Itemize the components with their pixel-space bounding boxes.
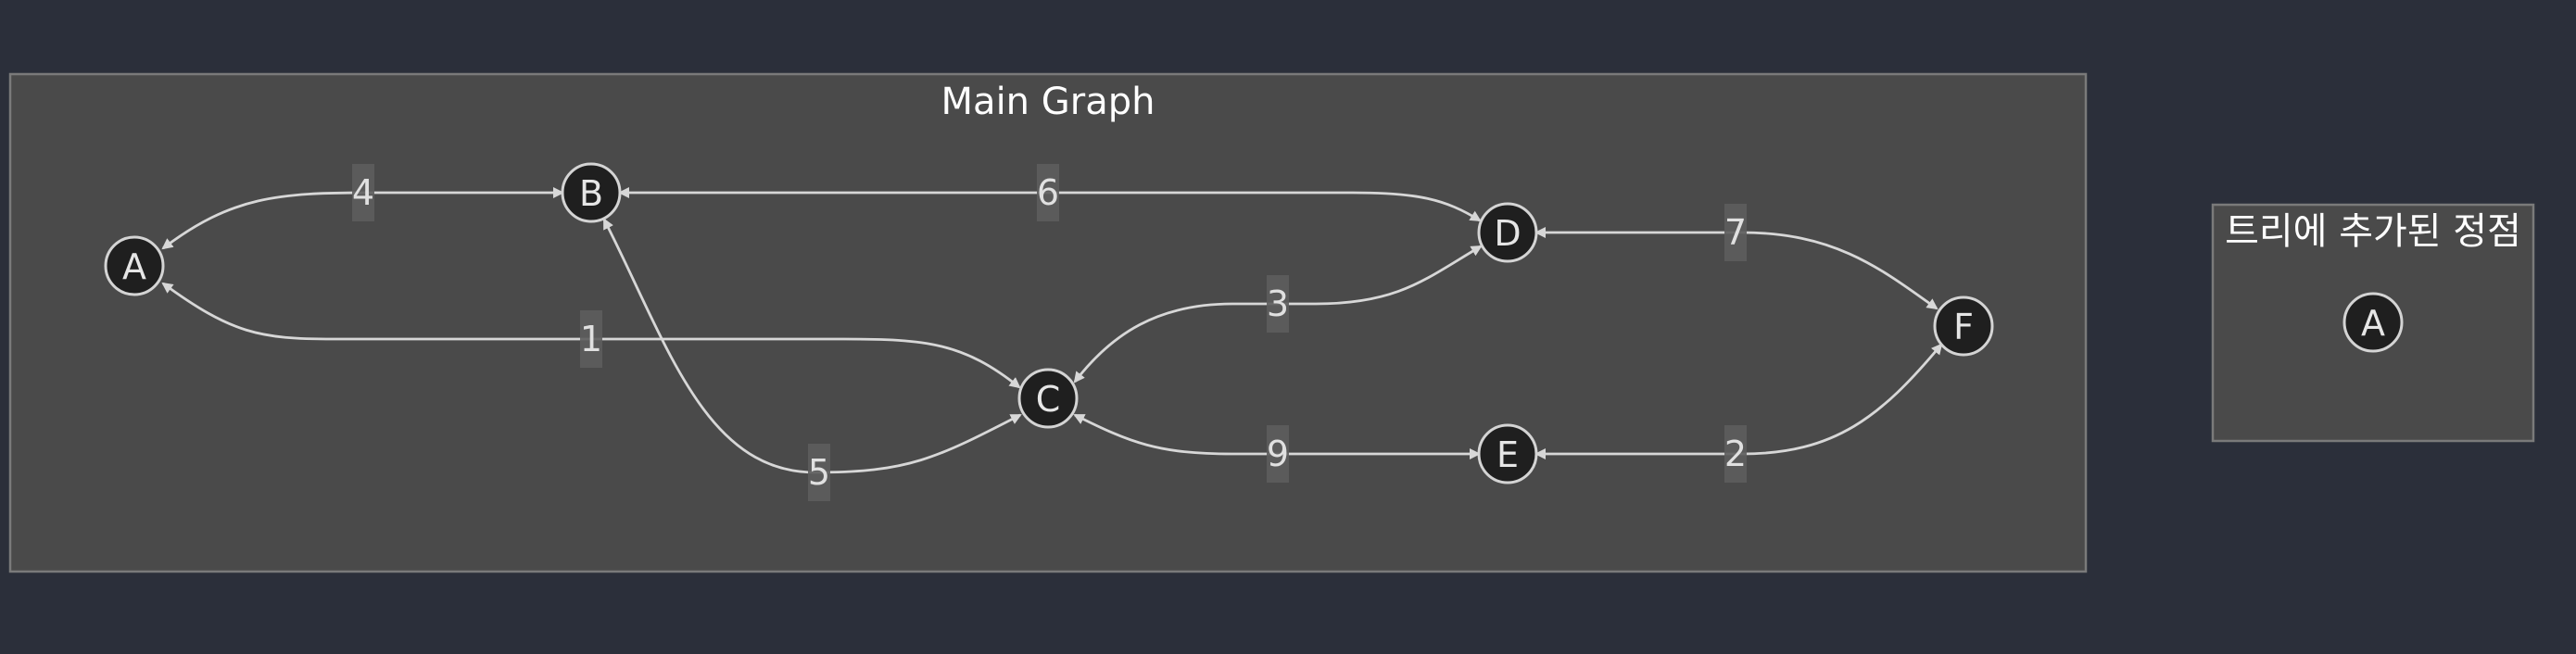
main-node-d: D	[1477, 202, 1538, 263]
edge-line	[161, 187, 564, 250]
node-label: A	[2361, 303, 2385, 344]
node-circle	[104, 235, 165, 296]
edge-weight-label: 1	[580, 319, 602, 359]
tree-cluster: 트리에 추가된 정점	[2211, 203, 2535, 443]
node-circle	[1477, 423, 1538, 484]
edge-weight-label: 4	[352, 172, 374, 213]
main-node-b: B	[561, 162, 622, 223]
node-circle	[2342, 292, 2404, 353]
edge-label-background	[1037, 164, 1059, 221]
edge-weight-label: 2	[1724, 434, 1747, 474]
main-graph-box	[8, 72, 2088, 573]
node-label: B	[579, 173, 603, 214]
edge-label-background	[1724, 204, 1747, 261]
edge-b-c: 5	[602, 218, 1022, 501]
node-circle	[1933, 296, 1994, 357]
main-node-a: A	[104, 235, 165, 296]
edge-weight-label: 3	[1267, 283, 1289, 324]
edge-weight-label: 6	[1037, 172, 1059, 213]
node-label: E	[1496, 434, 1519, 475]
edge-d-f: 7	[1534, 204, 1938, 310]
edge-b-a: 4	[161, 164, 564, 250]
edge-line	[1534, 227, 1938, 310]
edge-label-background	[1724, 425, 1747, 483]
edge-line	[1534, 343, 1943, 459]
edge-line	[618, 187, 1482, 222]
edge-c-e: 9	[1073, 413, 1481, 483]
edge-weight-label: 7	[1724, 212, 1747, 253]
node-circle	[1477, 202, 1538, 263]
node-label: F	[1953, 307, 1974, 347]
edge-label-background	[580, 310, 602, 368]
node-label: A	[122, 246, 146, 287]
nodes-layer: A B C D E F A	[104, 162, 2404, 484]
edge-label-background	[808, 444, 830, 501]
edge-b-d: 6	[618, 164, 1482, 222]
main-node-f: F	[1933, 296, 1994, 357]
main-node-c: C	[1017, 368, 1079, 429]
main-graph-title: Main Graph	[941, 81, 1155, 123]
main-graph-cluster: Main Graph	[8, 72, 2088, 573]
node-label: C	[1036, 379, 1061, 420]
node-circle	[1017, 368, 1079, 429]
main-node-e: E	[1477, 423, 1538, 484]
edges-layer: 4 1 6 5 3 9 7 2	[161, 164, 1943, 501]
edge-line	[1073, 413, 1481, 459]
tree-node-a: A	[2342, 292, 2404, 353]
edge-label-background	[1267, 425, 1289, 483]
edge-weight-label: 9	[1267, 434, 1289, 474]
tree-title: 트리에 추가된 정점	[2225, 210, 2521, 253]
edge-label-background	[352, 164, 374, 221]
edge-e-f: 2	[1534, 343, 1943, 483]
node-circle	[561, 162, 622, 223]
edge-line	[602, 218, 1022, 474]
edge-weight-label: 5	[808, 452, 830, 493]
edge-d-c: 3	[1073, 245, 1483, 384]
node-label: D	[1494, 213, 1521, 254]
edge-label-background	[1267, 275, 1289, 333]
